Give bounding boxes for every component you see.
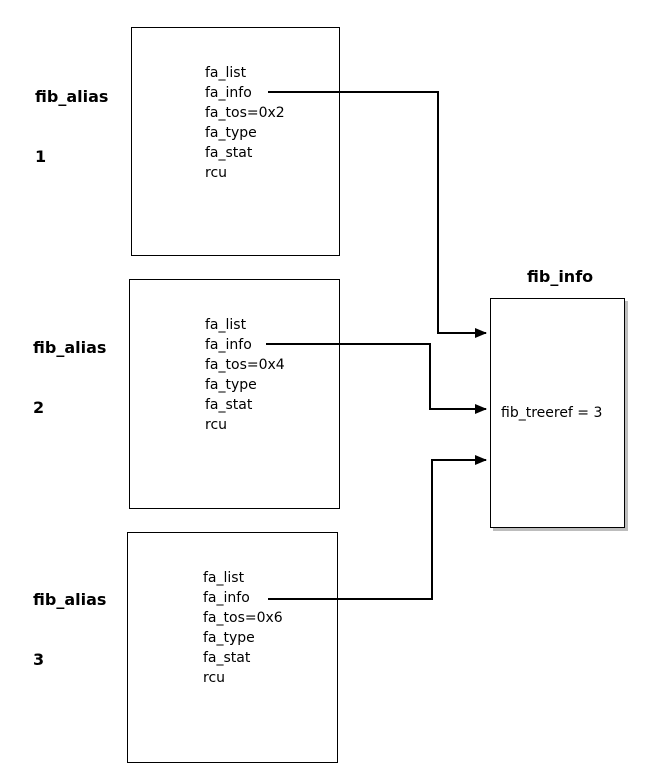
arrow-alias2-to-fib-info bbox=[266, 343, 487, 414]
fib-info-box: fib_treeref = 3 bbox=[490, 298, 625, 528]
fib-alias-3-fields: fa_list fa_info fa_tos=0x6 fa_type fa_st… bbox=[203, 568, 283, 688]
field-fa-type: fa_type bbox=[205, 377, 257, 393]
fib-alias-1-label-name: fib_alias bbox=[35, 87, 109, 106]
fib-alias-1-label: fib_alias 1 bbox=[35, 47, 108, 187]
field-fa-list: fa_list bbox=[205, 317, 247, 333]
field-fa-list: fa_list bbox=[205, 65, 247, 81]
field-fa-info: fa_info bbox=[205, 85, 252, 101]
fib-alias-1-label-number: 1 bbox=[35, 147, 47, 166]
arrow-alias1-to-fib-info bbox=[268, 91, 487, 338]
fib-alias-2-label-name: fib_alias bbox=[33, 338, 107, 357]
field-fa-type: fa_type bbox=[205, 125, 257, 141]
fib-alias-2-box: fa_list fa_info fa_tos=0x4 fa_type fa_st… bbox=[129, 279, 340, 509]
fib-alias-3-box: fa_list fa_info fa_tos=0x6 fa_type fa_st… bbox=[127, 532, 338, 763]
fib-alias-2-label: fib_alias 2 bbox=[33, 298, 106, 438]
field-fa-stat: fa_stat bbox=[203, 650, 251, 666]
field-rcu: rcu bbox=[203, 670, 226, 686]
fib-treeref-field: fib_treeref = 3 bbox=[501, 405, 603, 421]
fib-alias-1-fields: fa_list fa_info fa_tos=0x2 fa_type fa_st… bbox=[205, 63, 285, 183]
field-rcu: rcu bbox=[205, 417, 228, 433]
fib-alias-2-label-number: 2 bbox=[33, 398, 45, 417]
field-fa-tos: fa_tos=0x2 bbox=[205, 105, 285, 121]
field-fa-tos: fa_tos=0x6 bbox=[203, 610, 283, 626]
fib-alias-2-fields: fa_list fa_info fa_tos=0x4 fa_type fa_st… bbox=[205, 315, 285, 435]
field-fa-info: fa_info bbox=[203, 590, 250, 606]
field-fa-stat: fa_stat bbox=[205, 397, 253, 413]
field-fa-type: fa_type bbox=[203, 630, 255, 646]
field-fa-tos: fa_tos=0x4 bbox=[205, 357, 285, 373]
field-rcu: rcu bbox=[205, 165, 228, 181]
fib-info-title: fib_info bbox=[527, 267, 594, 286]
arrow-alias3-to-fib-info bbox=[268, 455, 487, 600]
field-fa-stat: fa_stat bbox=[205, 145, 253, 161]
field-fa-info: fa_info bbox=[205, 337, 252, 353]
field-fa-list: fa_list bbox=[203, 570, 245, 586]
fib-alias-3-label-number: 3 bbox=[33, 650, 45, 669]
fib-alias-3-label-name: fib_alias bbox=[33, 590, 107, 609]
fib-alias-1-box: fa_list fa_info fa_tos=0x2 fa_type fa_st… bbox=[131, 27, 340, 256]
fib-alias-3-label: fib_alias 3 bbox=[33, 550, 106, 690]
